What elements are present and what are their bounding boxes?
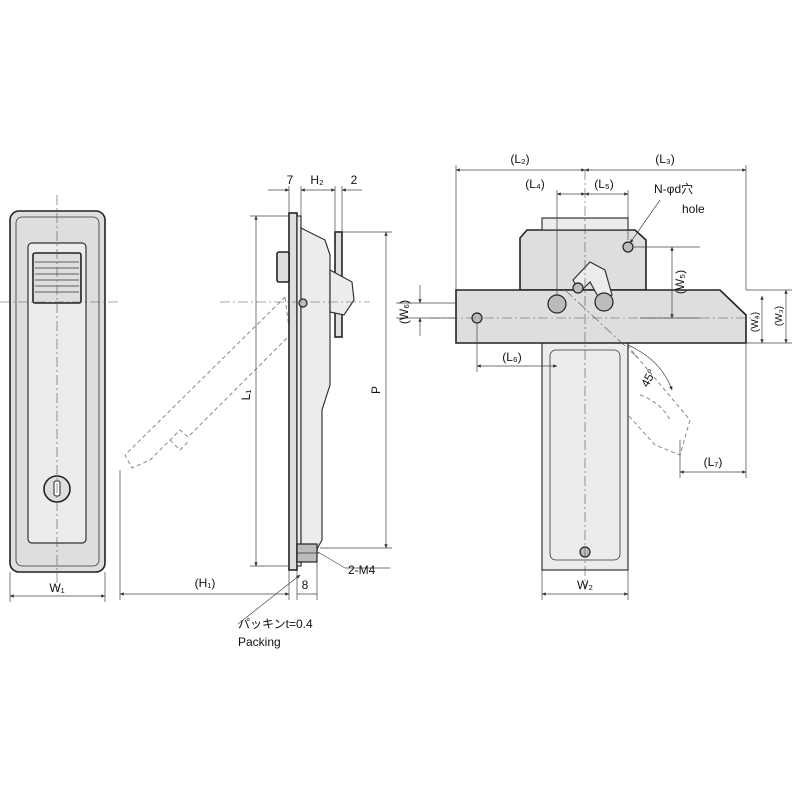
rear-screw-right (594, 292, 614, 312)
label-hole-en: hole (682, 202, 705, 216)
dim-45-deg: 45° (638, 367, 659, 390)
handle-open-ghost (124, 295, 291, 469)
dim-w5: (W₅) (673, 270, 687, 294)
dim-w1: W₁ (49, 581, 64, 595)
front-inner-plate (15, 216, 100, 567)
front-grip (32, 252, 82, 304)
dim-l2: (L₂) (510, 152, 529, 166)
label-2-m4: 2-M4 (348, 563, 376, 577)
dim-l4: (L₄) (525, 177, 545, 191)
side-pivot (298, 298, 308, 308)
front-view: W₁ (0, 195, 120, 602)
dim-l3: (L₃) (655, 152, 675, 166)
side-view: 7 H₂ 2 L₁ P (H₁) 8 2-M4 パッキンt=0.4 Packin… (119, 173, 392, 649)
dim-l5: (L₅) (594, 177, 614, 191)
dim-l7: (L₇) (704, 455, 723, 469)
side-knob (276, 251, 290, 283)
dim-w4: (W₄) (750, 312, 761, 332)
label-packing-en: Packing (238, 635, 281, 649)
rear-hole-head (622, 241, 634, 253)
dim-8: 8 (302, 578, 309, 592)
rear-view: (L₂) (L₃) (L₄) (L₅) N-φd穴 hole (W₅) (W₆)… (396, 152, 792, 600)
label-packing-jp: パッキンt=0.4 (238, 617, 313, 631)
side-body (300, 227, 331, 559)
rear-screw-small (572, 282, 584, 294)
dim-p: P (369, 386, 383, 394)
side-panel (288, 212, 298, 571)
dim-2: 2 (351, 173, 358, 187)
dim-l6: (L₆) (502, 350, 522, 364)
dim-l1: L₁ (239, 390, 253, 401)
dim-7: 7 (287, 173, 294, 187)
dim-h1: (H₁) (195, 576, 216, 590)
side-latch (329, 268, 355, 316)
dim-w2: W₂ (577, 578, 593, 592)
rear-screw-left (547, 294, 567, 314)
dim-w3: (W₃) (774, 306, 785, 326)
dim-w6: (W₆) (397, 300, 411, 324)
dim-h2: H₂ (310, 173, 324, 187)
label-hole-jp: N-φd穴 (654, 181, 693, 196)
